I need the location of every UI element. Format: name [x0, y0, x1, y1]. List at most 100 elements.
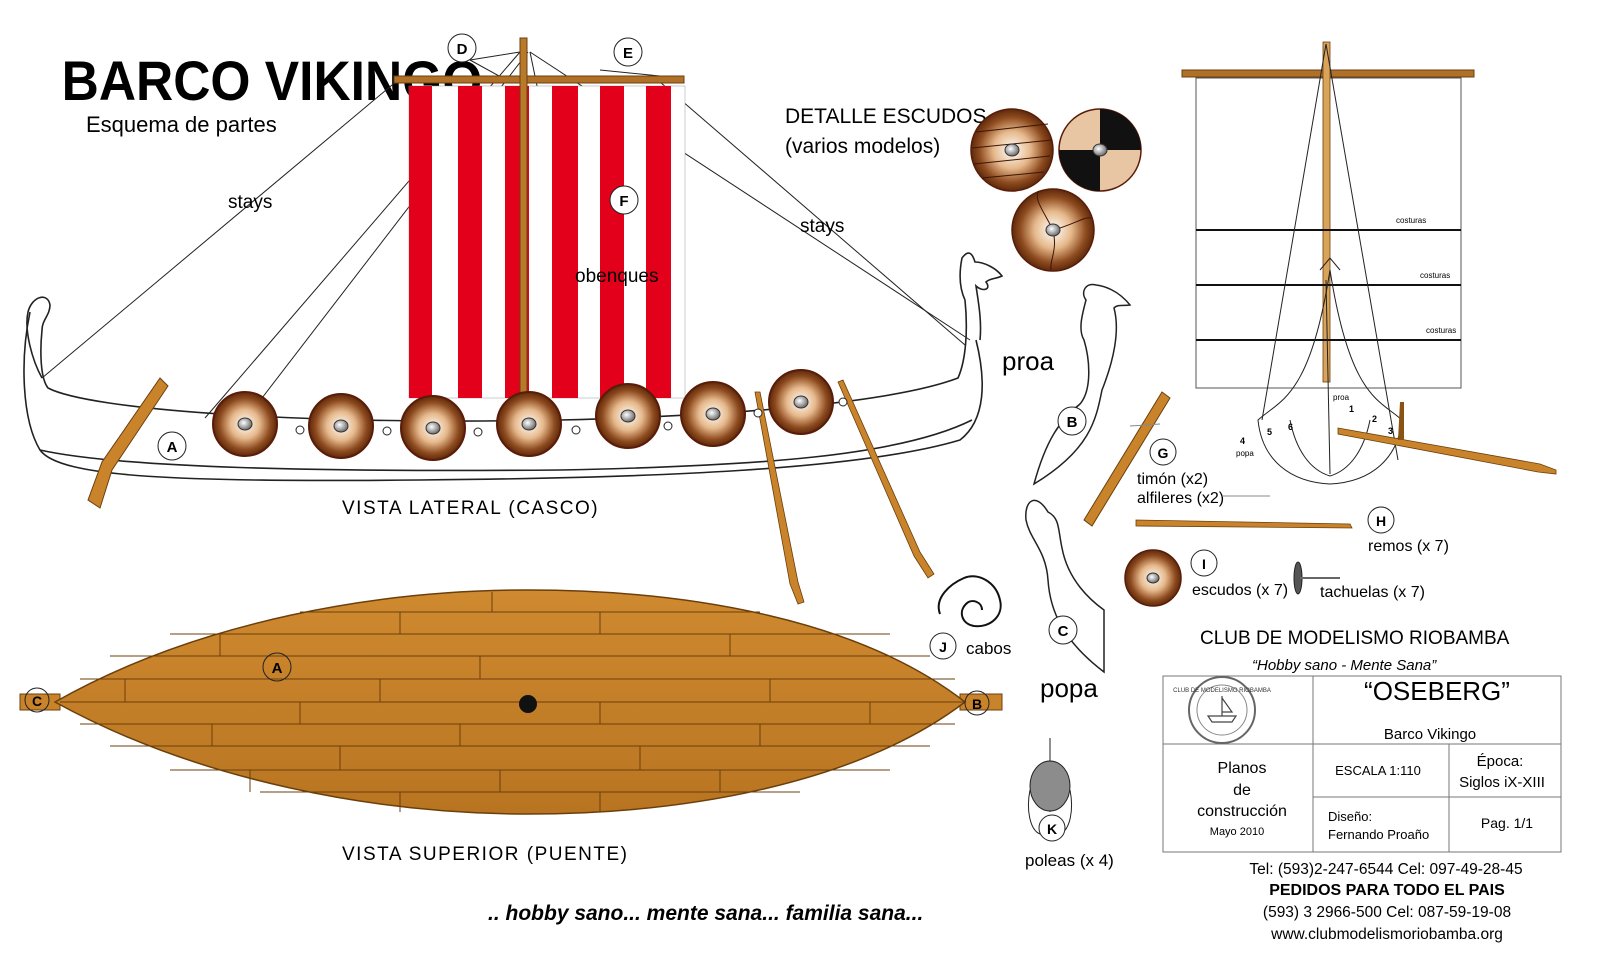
- bow-piece: [1032, 283, 1132, 486]
- contact-pedidos: PEDIDOS PARA TODO EL PAIS: [1269, 882, 1505, 899]
- title-block: [1162, 675, 1562, 853]
- marker-j: J: [929, 632, 957, 660]
- sail: [408, 85, 686, 399]
- svg-text:D: D: [457, 41, 468, 58]
- marker-b-piece: B: [1057, 406, 1087, 436]
- marker-h: H: [1367, 506, 1395, 534]
- front-num-3: 3: [1388, 426, 1393, 436]
- label-shield-detail-sub: (varios modelos): [785, 135, 940, 158]
- marker-k: K: [1038, 814, 1066, 842]
- marker-e: E: [613, 37, 643, 67]
- label-escudos: escudos (x 7): [1192, 582, 1288, 599]
- marker-f: F: [609, 185, 639, 215]
- svg-text:I: I: [1202, 556, 1206, 572]
- marker-a-side: A: [157, 431, 187, 461]
- marker-b-top: B: [964, 690, 990, 716]
- label-alfileres: alfileres (x2): [1137, 490, 1224, 507]
- front-view: [1181, 41, 1557, 485]
- front-num-4: 4: [1240, 436, 1245, 446]
- label-obenques: obenques: [575, 266, 658, 287]
- svg-text:B: B: [972, 696, 982, 712]
- shield-detail-quartered: [1058, 108, 1142, 192]
- label-proa: proa: [1002, 346, 1055, 376]
- shield-piece: [1124, 549, 1182, 607]
- footer-slogan: .. hobby sano... mente sana... familia s…: [488, 902, 923, 925]
- oar-holes: [295, 421, 673, 437]
- scale: ESCALA 1:110: [1335, 763, 1421, 778]
- label-front-proa: proa: [1333, 393, 1350, 402]
- label-top-view: VISTA SUPERIOR (PUENTE): [342, 844, 628, 865]
- front-num-6: 6: [1288, 422, 1293, 432]
- club-seal: CLUB DE MODELISMO RIOBAMBA: [1173, 676, 1271, 744]
- svg-text:B: B: [1067, 414, 1078, 431]
- svg-text:H: H: [1376, 513, 1386, 529]
- planos-2: de: [1233, 782, 1251, 799]
- label-poleas: poleas (x 4): [1025, 851, 1114, 870]
- svg-text:E: E: [623, 45, 633, 62]
- epoca-label: Época:: [1477, 753, 1524, 770]
- diseno-value: Fernando Proaño: [1328, 827, 1429, 842]
- marker-d: D: [447, 33, 477, 63]
- svg-text:J: J: [939, 639, 947, 655]
- label-costuras-3: costuras: [1426, 326, 1456, 335]
- label-cabos: cabos: [966, 639, 1011, 658]
- shield-detail-planks: [970, 108, 1054, 192]
- label-stays-left: stays: [228, 192, 272, 213]
- pulley: [1027, 738, 1073, 835]
- diseno-label: Diseño:: [1328, 809, 1372, 824]
- label-popa: popa: [1040, 673, 1098, 703]
- shield-detail-swirl: [1011, 188, 1095, 272]
- marker-a-top: A: [262, 652, 292, 682]
- model-name: “OSEBERG”: [1364, 676, 1510, 706]
- marker-g: G: [1149, 438, 1177, 466]
- svg-text:C: C: [1058, 623, 1069, 640]
- club-name: CLUB DE MODELISMO RIOBAMBA: [1200, 628, 1510, 649]
- side-oars: [753, 379, 935, 605]
- rudder-side: [87, 377, 169, 509]
- rope-coil: [937, 575, 1002, 628]
- marker-c-piece: C: [1048, 615, 1078, 645]
- svg-text:G: G: [1158, 445, 1169, 461]
- model-sub: Barco Vikingo: [1384, 726, 1476, 743]
- label-remos: remos (x 7): [1368, 538, 1449, 555]
- pin-1: [1129, 423, 1161, 427]
- contact-web: www.clubmodelismoriobamba.org: [1270, 926, 1503, 943]
- sail-yard: [393, 75, 685, 84]
- tack-piece: [1293, 561, 1340, 595]
- label-front-popa: popa: [1236, 449, 1254, 458]
- epoca-value: Siglos iX-XIII: [1459, 774, 1545, 791]
- label-timon: timón (x2): [1137, 471, 1208, 488]
- svg-text:CLUB DE MODELISMO RIOBAMBA: CLUB DE MODELISMO RIOBAMBA: [1173, 688, 1271, 694]
- planos-3: construcción: [1197, 803, 1287, 820]
- svg-text:F: F: [619, 193, 628, 210]
- svg-text:C: C: [32, 693, 42, 709]
- rigging-lines: [41, 51, 971, 419]
- label-costuras-2: costuras: [1420, 271, 1450, 280]
- oar-piece: [1135, 519, 1353, 529]
- side-shields: [212, 369, 834, 461]
- page-number: Pag. 1/1: [1481, 815, 1533, 831]
- contact-tel: Tel: (593)2-247-6544 Cel: 097-49-28-45: [1249, 861, 1522, 878]
- svg-text:A: A: [167, 439, 178, 456]
- label-side-view: VISTA LATERAL (CASCO): [342, 498, 599, 519]
- page-subtitle: Esquema de partes: [86, 112, 277, 137]
- label-tachuelas: tachuelas (x 7): [1320, 584, 1425, 601]
- deck-top: [19, 589, 1003, 815]
- marker-c-top: C: [24, 687, 50, 713]
- dragon-head-side: [959, 252, 1004, 341]
- front-num-2: 2: [1372, 414, 1377, 424]
- rudder-piece: [1083, 391, 1171, 527]
- label-costuras-1: costuras: [1396, 216, 1426, 225]
- club-motto: “Hobby sano - Mente Sana”: [1252, 657, 1437, 674]
- front-num-1: 1: [1349, 404, 1354, 414]
- contact-tel2: (593) 3 2966-500 Cel: 087-59-19-08: [1263, 904, 1511, 921]
- label-shield-detail: DETALLE ESCUDOS: [785, 105, 987, 128]
- marker-i: I: [1190, 549, 1218, 577]
- mast: [519, 37, 528, 401]
- plan-date: Mayo 2010: [1210, 826, 1264, 838]
- svg-text:A: A: [272, 660, 283, 677]
- label-stays-right: stays: [800, 216, 844, 237]
- front-num-5: 5: [1267, 427, 1272, 437]
- svg-text:K: K: [1047, 821, 1057, 837]
